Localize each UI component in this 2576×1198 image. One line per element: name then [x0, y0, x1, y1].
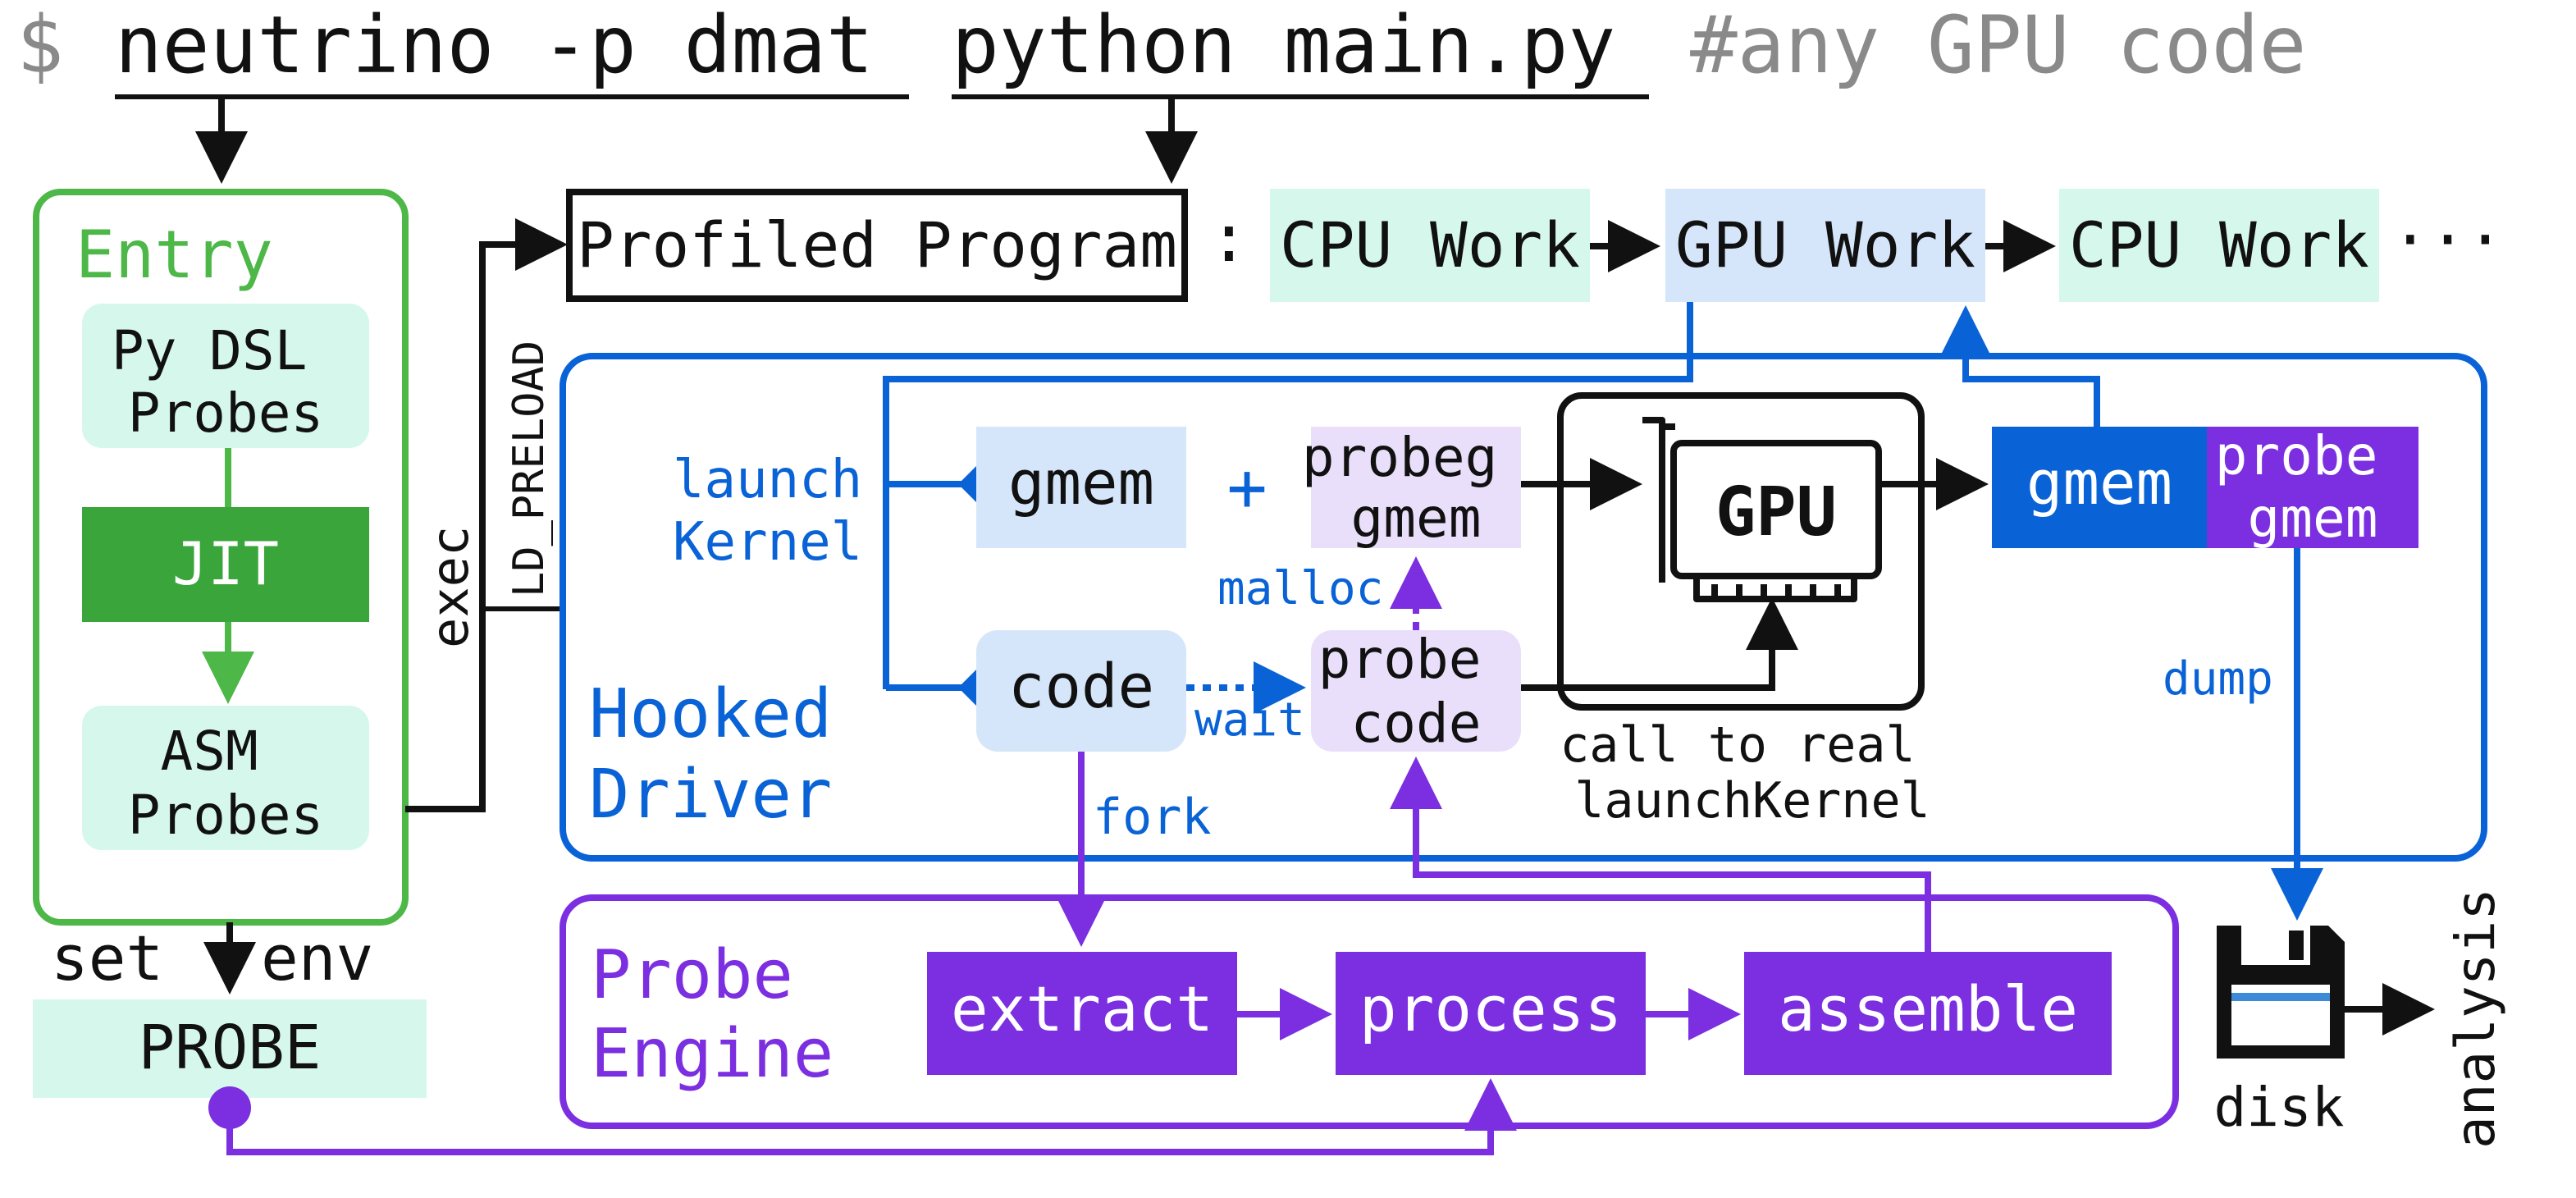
- gpu-work-box: [1665, 189, 1985, 302]
- py-dsl-line1: Py DSL: [112, 319, 307, 382]
- call-line2: launchKernel: [1574, 772, 1930, 830]
- assemble-label: assemble: [1778, 972, 2078, 1045]
- engine-line2: Engine: [591, 1015, 834, 1093]
- probe-code-box: [1311, 630, 1521, 752]
- launch-line2: Kernel: [673, 512, 862, 573]
- command-program: python main.py: [952, 0, 1615, 91]
- wait-label: wait: [1194, 693, 1305, 747]
- probe-code-line2: code: [1351, 692, 1482, 755]
- probeg-line2: gmem: [1351, 487, 1482, 550]
- out-gmem-label: gmem: [2026, 448, 2172, 519]
- disk-icon: [2217, 926, 2345, 1059]
- py-dsl-probes-box: [82, 304, 369, 448]
- process-label: process: [1359, 972, 1622, 1045]
- entry-panel: [33, 189, 409, 926]
- probeg-gmem-box: [1311, 427, 1521, 548]
- py-dsl-line2: Probes: [128, 382, 323, 445]
- probe-engine-title: Probe Engine: [591, 936, 834, 1093]
- launch-kernel-label: launch Kernel: [673, 450, 894, 573]
- probe-engine-panel: [560, 894, 2179, 1129]
- asm-line1: ASM: [161, 720, 258, 783]
- set-label: set: [51, 921, 163, 995]
- out-probe-line1: probe: [2215, 424, 2378, 487]
- code-label: code: [1008, 652, 1154, 722]
- plus-sign: +: [1226, 449, 1267, 527]
- gpu-frame: [1557, 392, 1925, 711]
- cpu-work-2-label: CPU Work: [2069, 208, 2369, 281]
- out-probe-line2: gmem: [2248, 487, 2378, 550]
- assemble-box: [1744, 952, 2112, 1075]
- hooked-driver-panel: [560, 353, 2487, 862]
- out-gmem-box: [1992, 427, 2207, 548]
- analysis-label: analysis: [2444, 888, 2507, 1149]
- assemble-to-probe-code-arrow: [1390, 757, 1931, 952]
- out-probe-gmem-box: [2207, 427, 2418, 548]
- gmem-label: gmem: [1008, 448, 1154, 519]
- entry-title: Entry: [75, 217, 273, 293]
- extract-box: [927, 952, 1237, 1075]
- probe-env-label: PROBE: [139, 1013, 322, 1083]
- exec-label: exec: [420, 526, 480, 648]
- out-probe-gmem-label: probe gmem: [2215, 424, 2410, 550]
- probe-code-label: probe code: [1318, 628, 1514, 755]
- hooked-line1: Hooked: [589, 675, 832, 753]
- gpu-work-to-launch-line: [883, 302, 1693, 689]
- disk-label: disk: [2214, 1076, 2345, 1139]
- dump-label: dump: [2163, 652, 2273, 706]
- command-tool: neutrino -p dmat: [115, 0, 874, 91]
- gmem-to-gpu-work-arrow: [1939, 305, 2100, 427]
- call-to-real-label: call to real launchKernel: [1560, 716, 1945, 830]
- ld-preload-label: LD_PRELOAD: [505, 341, 554, 597]
- timeline-ellipsis: ···: [2391, 203, 2504, 276]
- asm-probes-box: [82, 706, 369, 850]
- engine-line1: Probe: [591, 936, 793, 1014]
- asm-line2: Probes: [128, 784, 323, 847]
- jit-label: JIT: [172, 529, 279, 598]
- probeg-gmem-label: probeg gmem: [1302, 426, 1530, 550]
- gpu-work-label: GPU Work: [1675, 208, 1975, 281]
- py-dsl-probes-label: Py DSL Probes: [112, 319, 340, 445]
- gpu-card-label: GPU: [1715, 473, 1837, 551]
- profiled-program-label: Profiled Program: [577, 208, 1177, 281]
- gmem-box: [976, 427, 1186, 548]
- asm-probes-label: ASM Probes: [128, 720, 323, 847]
- env-label: env: [261, 921, 373, 995]
- profiled-program-box: [566, 189, 1188, 302]
- probe-code-line1: probe: [1318, 628, 1482, 691]
- extract-label: extract: [951, 972, 1213, 1045]
- probe-env-to-process-arrow: [226, 1078, 1517, 1155]
- command-line: $ neutrino -p dmat python main.py #any G…: [16, 0, 2306, 91]
- launch-line1: launch: [673, 450, 862, 510]
- probeg-line1: probeg: [1302, 426, 1497, 489]
- exec-arrow: [405, 218, 568, 812]
- cpu-work-2-box: [2059, 189, 2379, 302]
- call-line1: call to real: [1560, 716, 1915, 774]
- gpu-card-icon: [1642, 417, 1882, 602]
- process-box: [1336, 952, 1646, 1075]
- hooked-line2: Driver: [589, 756, 832, 834]
- malloc-label: malloc: [1217, 562, 1383, 615]
- hooked-driver-title: Hooked Driver: [589, 675, 873, 834]
- prompt-symbol: $: [16, 0, 64, 91]
- probe-env-box: [33, 999, 427, 1098]
- jit-box: [82, 507, 369, 622]
- cpu-work-1-label: CPU Work: [1280, 208, 1580, 281]
- probe-code-to-gpu-arrow: [1521, 597, 1798, 691]
- command-comment: #any GPU code: [1690, 0, 2306, 91]
- fork-label: fork: [1093, 789, 1212, 846]
- cpu-work-1-box: [1270, 189, 1590, 302]
- colon-label: :: [1209, 200, 1249, 277]
- code-box: [976, 630, 1186, 752]
